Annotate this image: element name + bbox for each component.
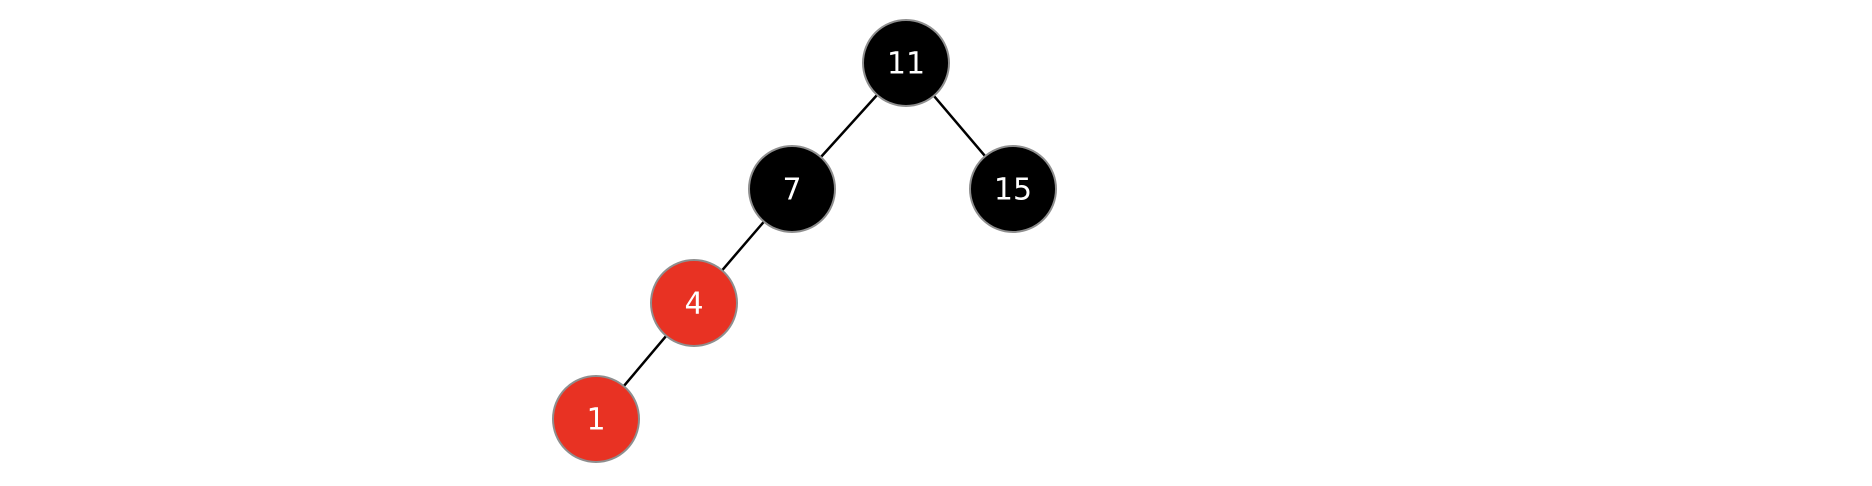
node-15-label: 15 (994, 173, 1032, 208)
node-1-label: 1 (586, 403, 605, 438)
tree-nodes: 11 7 15 4 1 (552, 19, 1057, 463)
node-1: 1 (552, 375, 640, 463)
node-4-circle (650, 259, 738, 347)
node-11-label: 11 (887, 47, 925, 82)
node-11-circle (862, 19, 950, 107)
node-4: 4 (650, 259, 738, 347)
edge-7-4 (721, 220, 765, 272)
tree-edges (622, 94, 987, 387)
node-11: 11 (862, 19, 950, 107)
node-4-label: 4 (684, 287, 703, 322)
node-7: 7 (748, 145, 836, 233)
node-7-circle (748, 145, 836, 233)
edge-11-7 (819, 94, 879, 158)
node-15-circle (969, 145, 1057, 233)
edge-11-15 (932, 94, 987, 158)
node-1-circle (552, 375, 640, 463)
node-7-label: 7 (782, 173, 801, 208)
node-15: 15 (969, 145, 1057, 233)
edge-4-1 (622, 335, 668, 387)
